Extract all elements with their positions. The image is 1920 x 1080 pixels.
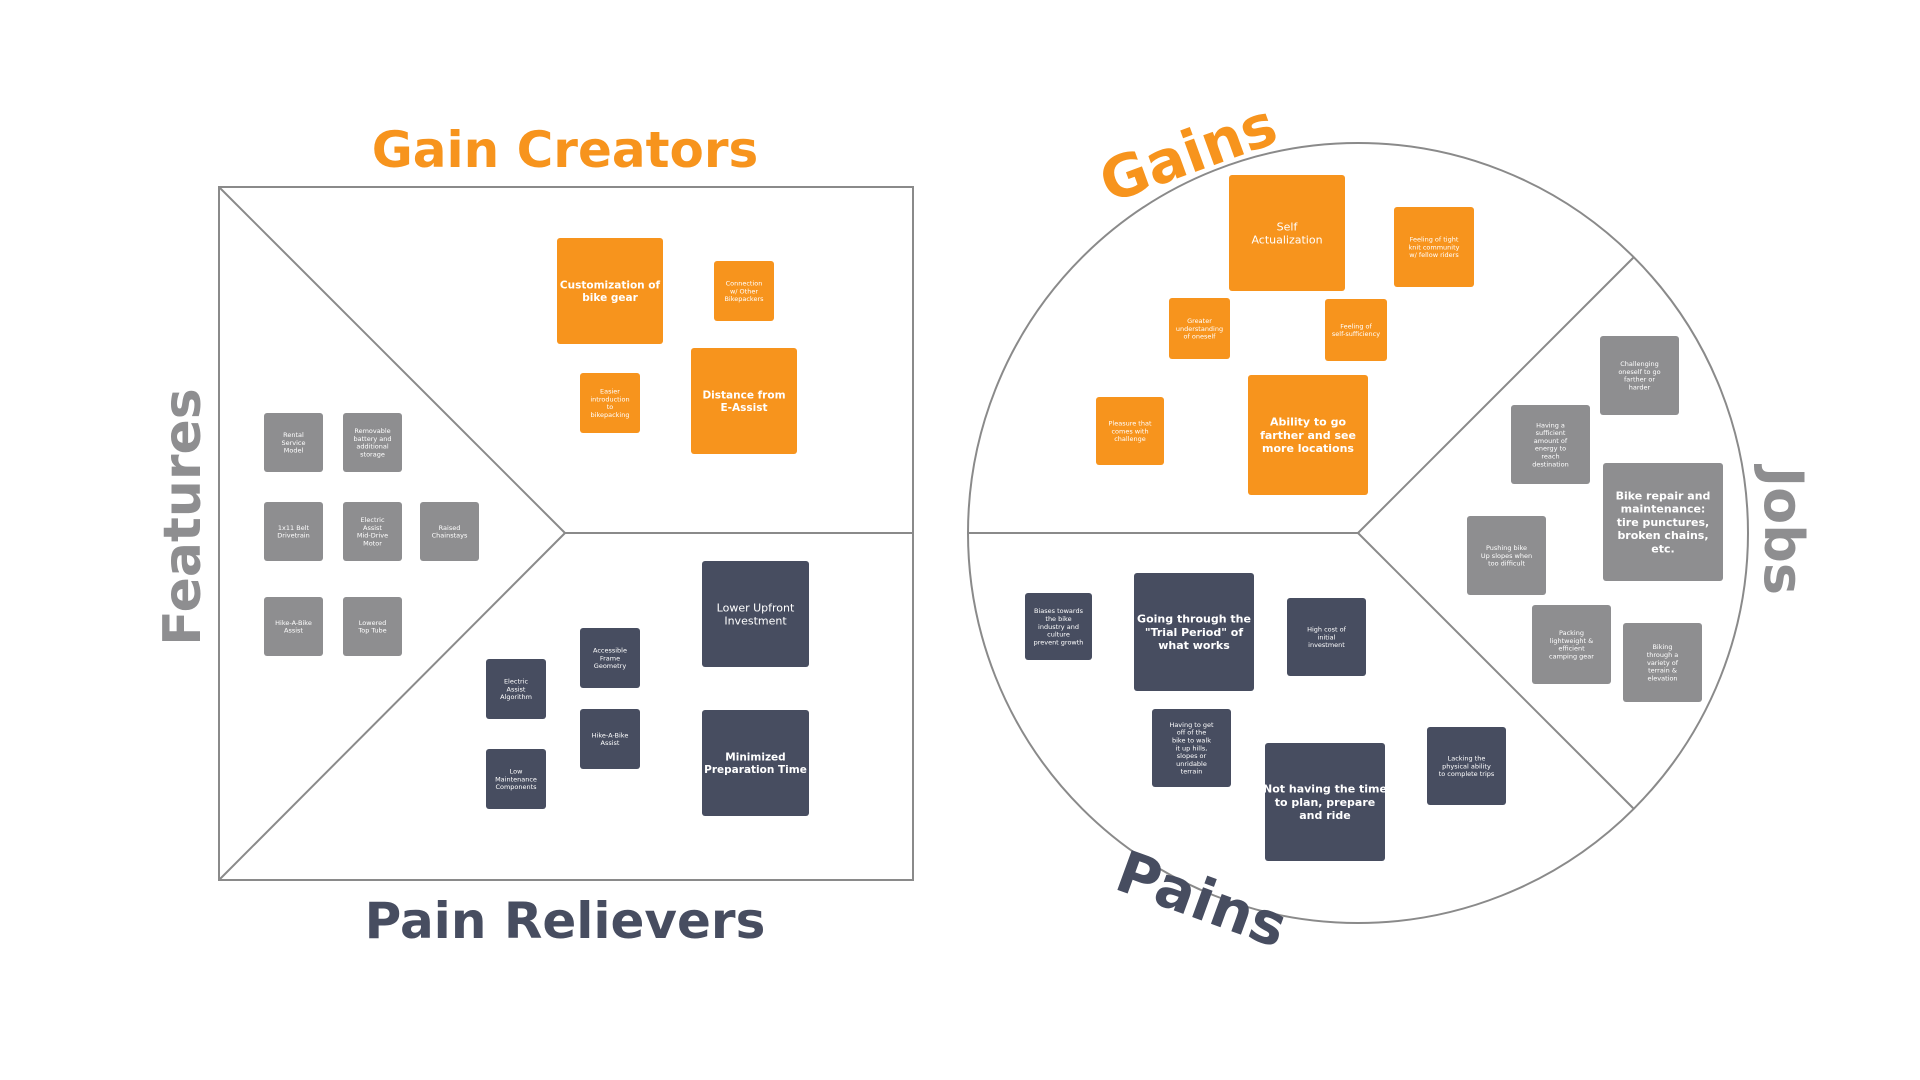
value-map-divider-upper xyxy=(218,186,566,534)
value-map xyxy=(218,186,914,881)
customer-profile-divider-lower xyxy=(1357,532,1635,810)
features-title: Features xyxy=(153,388,213,646)
pain-relievers-title: Pain Relievers xyxy=(365,892,766,950)
customer-profile-divider-upper xyxy=(1357,256,1635,534)
customer-profile xyxy=(967,142,1749,924)
jobs-title: Jobs xyxy=(1752,463,1815,595)
gain-creators-title: Gain Creators xyxy=(372,121,759,179)
value-map-divider-lower xyxy=(218,532,566,881)
